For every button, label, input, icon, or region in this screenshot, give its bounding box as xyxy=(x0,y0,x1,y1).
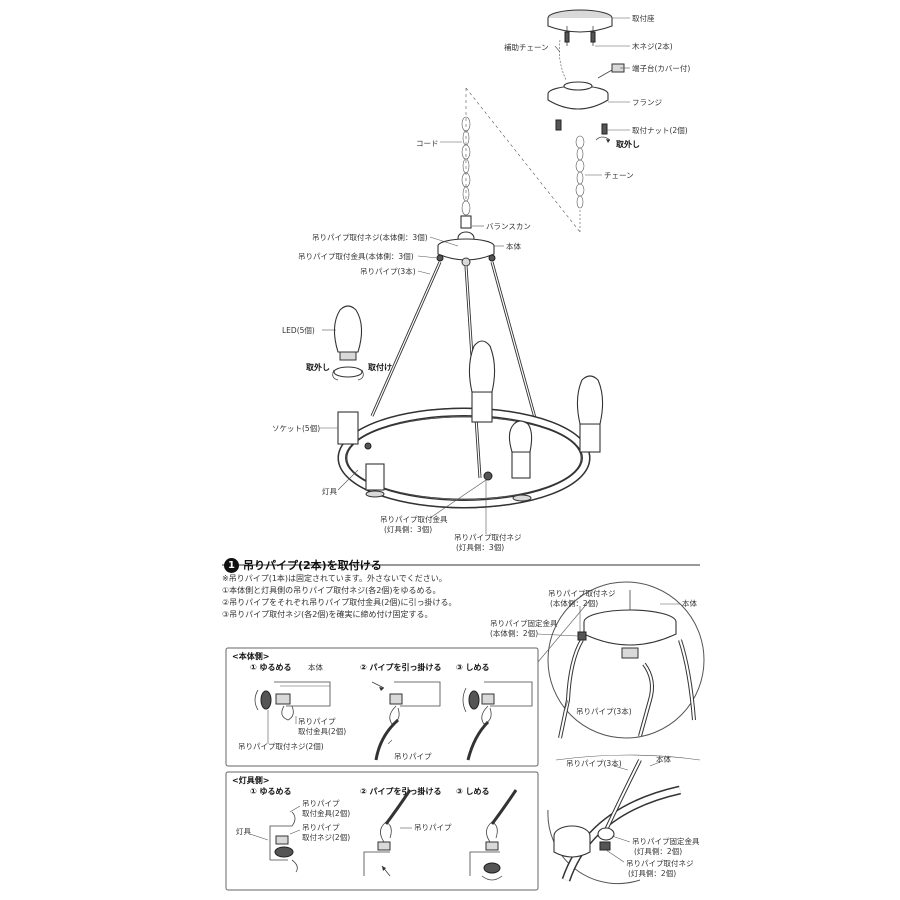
body-side-screw: 吊りパイプ取付ネジ(2個) xyxy=(238,741,324,751)
fixture-side-screw-1: 吊りパイプ xyxy=(302,823,340,832)
body-side-step2: ② パイプを引っ掛ける xyxy=(360,662,442,672)
label-terminal: 端子台(カバー付) xyxy=(632,63,690,73)
body-side-step3-illustration xyxy=(462,681,533,761)
guide-dashed-line xyxy=(465,87,581,233)
label-aux-chain: 補助チェーン xyxy=(504,42,549,52)
label-mount-base: 取付座 xyxy=(632,13,655,23)
body-side-box xyxy=(225,647,539,767)
fixture-side-screw-2: 取付ネジ(2個) xyxy=(302,832,350,842)
label-remove-top: 取外し xyxy=(616,139,640,149)
step-note-2: ②吊りパイプをそれぞれ吊りパイプ取付金具(2個)に引っ掛ける。 xyxy=(222,598,457,607)
zoom-top-screw-1: 吊りパイプ取付ネジ xyxy=(548,588,616,598)
label-pipe-screw-body: 吊りパイプ取付ネジ(本体側：3個) xyxy=(312,232,428,242)
label-pipe-bracket-fixture-1: 吊りパイプ取付金具 xyxy=(380,514,448,524)
fixture-side-leaders xyxy=(249,805,412,841)
label-cord: コード xyxy=(416,139,439,148)
label-pipe-bracket-body: 吊りパイプ取付金具(本体側：3個) xyxy=(298,251,414,261)
fixture-side-step3: ③ しめる xyxy=(456,787,490,796)
zoom-bottom-leaders xyxy=(605,761,661,863)
fixture-side-fixture: 灯具 xyxy=(236,826,251,836)
zoom-bottom-fixed-1: 吊りパイプ固定金具 xyxy=(632,836,700,846)
label-flange: フランジ xyxy=(632,98,662,107)
label-fixture: 灯具 xyxy=(322,486,337,496)
body-side-step3: ③ しめる xyxy=(456,663,490,672)
body-side-bracket-1: 吊りパイプ xyxy=(298,717,336,726)
step-heading: 1 吊りパイプ(2本)を取付ける xyxy=(224,557,382,573)
label-socket: ソケット(5個) xyxy=(272,423,320,433)
step-note-1: ①本体側と灯具側の吊りパイプ取付ネジ(各2個)をゆるめる。 xyxy=(222,586,441,595)
zoom-top-fixed-1: 吊りパイプ固定金具 xyxy=(490,618,558,628)
zoom-bottom-pipe: 吊りパイプ(3本) xyxy=(566,758,622,768)
fixture-side-header: <灯具側> xyxy=(232,775,269,785)
zoom-bottom-body: 本体 xyxy=(656,754,671,764)
body-side-leaders xyxy=(267,710,393,745)
fixture-side-step2: ② パイプを引っ掛ける xyxy=(360,786,442,796)
fixture-side-box xyxy=(225,771,539,891)
body-side-step2-illustration xyxy=(371,681,441,761)
zoom-bottom-fixed-2: (灯具側：2個) xyxy=(634,846,682,856)
ceiling-mount-detail xyxy=(547,9,630,232)
label-remove: 取外し xyxy=(306,362,330,372)
label-pipe-bracket-fixture-2: (灯具側：3個) xyxy=(384,524,432,534)
label-body: 本体 xyxy=(506,241,521,251)
label-attach: 取付け xyxy=(368,362,392,372)
step-number: 1 xyxy=(224,557,239,573)
label-balance: バランスカン xyxy=(486,222,531,231)
body-side-header: <本体側> xyxy=(232,651,269,661)
body-side-bracket-2: 取付金具(2個) xyxy=(298,726,346,736)
zoom-top-leaders xyxy=(537,599,680,713)
zoom-top-detail xyxy=(547,581,705,739)
fixture-side-bracket-2: 取付金具(2個) xyxy=(302,808,350,818)
zoom-top-screw-2: (本体側：2個) xyxy=(550,598,598,608)
body-side-pipe: 吊りパイプ xyxy=(394,752,432,761)
zoom-bottom-screw-2: (灯具側：2個) xyxy=(628,868,676,878)
chandelier-illustration xyxy=(332,116,604,509)
fixture-side-step1-illustration xyxy=(269,811,298,873)
step-note-caution: ※吊りパイプ(1本)は固定されています。外さないでください。 xyxy=(222,574,447,583)
zoom-top-body: 本体 xyxy=(682,598,697,608)
label-chain: チェーン xyxy=(604,171,634,180)
fixture-side-pipe: 吊りパイプ xyxy=(414,823,452,832)
body-side-step1: ① ゆるめる xyxy=(250,663,292,672)
label-pipe-screw-fixture-1: 吊りパイプ取付ネジ xyxy=(454,532,522,542)
label-mount-nut: 取付ナット(2個) xyxy=(632,125,688,135)
body-side-step1-illustration xyxy=(254,681,331,721)
fixture-side-step1: ① ゆるめる xyxy=(250,787,292,796)
label-pipe-screw-fixture-2: (灯具側：3個) xyxy=(456,542,504,552)
leader-lines xyxy=(320,141,504,534)
zoom-bottom-detail xyxy=(547,754,701,885)
step-title: 吊りパイプ(2本)を取付ける xyxy=(243,559,382,572)
label-pipe-3: 吊りパイプ(3本) xyxy=(360,266,416,276)
step-note-3: ③吊りパイプ取付ネジ(各2個)を確実に締め付け固定する。 xyxy=(222,610,433,619)
fixture-side-step2-illustration xyxy=(363,789,412,877)
zoom-top-fixed-2: (本体側：2個) xyxy=(490,628,538,638)
label-wood-screw: 木ネジ(2本) xyxy=(632,41,673,51)
fixture-side-step3-illustration xyxy=(469,789,518,881)
fixture-side-bracket-1: 吊りパイプ xyxy=(302,799,340,808)
zoom-top-pipe: 吊りパイプ(3本) xyxy=(576,706,632,716)
body-side-body: 本体 xyxy=(308,662,323,672)
label-led: LED(5個) xyxy=(282,325,315,335)
zoom-bottom-screw-1: 吊りパイプ取付ネジ xyxy=(626,858,694,868)
